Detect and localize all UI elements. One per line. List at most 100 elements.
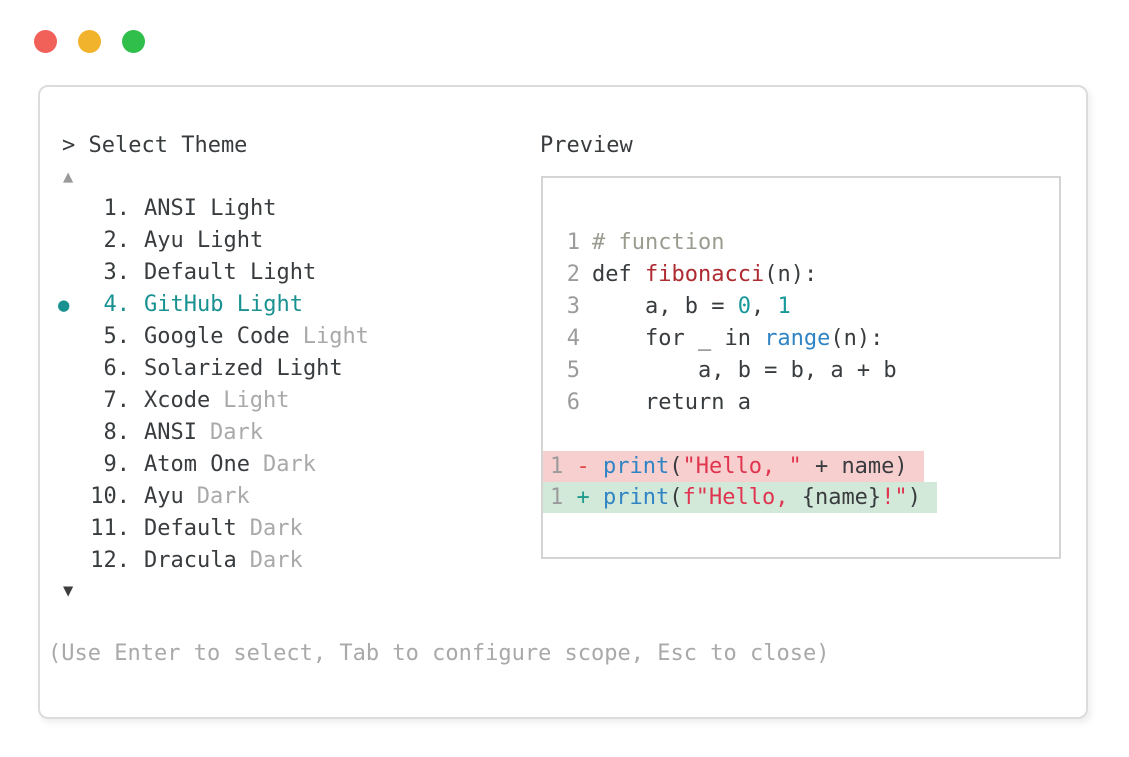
selected-bullet-icon xyxy=(40,193,86,225)
selected-bullet-icon xyxy=(40,257,86,289)
theme-list-item[interactable]: 3. Default Light xyxy=(40,257,369,289)
selected-bullet-icon xyxy=(40,417,86,449)
code-token: a, b = xyxy=(592,294,738,319)
selected-bullet-icon xyxy=(40,513,86,545)
code-line-text: a, b = 0, 1 xyxy=(592,291,791,323)
code-line-number: 5 xyxy=(566,358,580,383)
diff-sign-minus-icon: - xyxy=(576,454,603,479)
theme-item-name: Default xyxy=(144,516,237,541)
scroll-up-icon[interactable]: ▲ xyxy=(63,167,74,187)
theme-item-number: 5. xyxy=(103,324,131,349)
minimize-window-button[interactable] xyxy=(78,30,101,53)
diff-sign-plus-icon: + xyxy=(576,485,603,510)
diff-line-number: 1 xyxy=(550,485,577,510)
theme-item-name: ANSI Light xyxy=(144,196,277,221)
diff-line-added: 1 + print(f"Hello, {name}!") xyxy=(543,482,937,513)
theme-list-item[interactable]: 6. Solarized Light xyxy=(40,353,369,385)
theme-item-name: Atom One xyxy=(144,452,250,477)
code-line-text: a, b = b, a + b xyxy=(592,355,897,387)
theme-item-variant: Dark xyxy=(262,452,316,477)
theme-item-name: GitHub Light xyxy=(144,292,303,317)
theme-list-item[interactable]: 8. ANSI Dark xyxy=(40,417,369,449)
theme-item-name: Ayu Light xyxy=(144,228,264,253)
code-token: (n): xyxy=(830,326,884,351)
code-line: 3 a, b = 0, 1 xyxy=(543,291,1059,323)
theme-picker-panel: > Select Theme ▲ 1.ANSI Light 2. Ayu Light… xyxy=(38,85,1088,719)
code-token: def xyxy=(592,262,645,287)
code-token: ( xyxy=(669,485,683,510)
theme-list: 1.ANSI Light 2. Ayu Light 3. Default Light ● 4… xyxy=(40,193,369,577)
theme-list-item[interactable]: ● 4. GitHub Light xyxy=(40,289,369,321)
code-token: # function xyxy=(592,230,725,255)
code-token: for _ in xyxy=(592,326,765,351)
code-token: 1 xyxy=(777,294,791,319)
blank-line xyxy=(543,419,1059,451)
selected-bullet-icon xyxy=(40,321,86,353)
theme-item-variant: Dark xyxy=(196,484,250,509)
theme-item-variant: Light xyxy=(302,324,369,349)
code-line-number: 2 xyxy=(566,262,580,287)
code-token: , xyxy=(750,294,778,319)
theme-item-number: 11. xyxy=(90,516,130,541)
code-token: !" xyxy=(881,485,908,510)
code-token: (n): xyxy=(764,262,818,287)
preview-title: Preview xyxy=(540,133,633,158)
theme-item-variant: Light xyxy=(223,388,290,413)
selected-bullet-icon xyxy=(40,385,86,417)
code-token: 0 xyxy=(737,294,751,319)
selected-bullet-icon xyxy=(40,545,86,577)
theme-list-item[interactable]: 12. Dracula Dark xyxy=(40,545,369,577)
diff-line-text: print("Hello, " + name) xyxy=(603,451,908,482)
theme-item-name: Default Light xyxy=(144,260,317,285)
scroll-down-icon[interactable]: ▼ xyxy=(63,581,74,601)
code-token: + name) xyxy=(801,454,908,479)
theme-item-variant: Dark xyxy=(249,548,303,573)
theme-item-name: ANSI xyxy=(144,420,197,445)
code-line-number: 4 xyxy=(566,326,580,351)
theme-item-name: Ayu xyxy=(144,484,184,509)
theme-item-number: 10. xyxy=(90,484,130,509)
theme-item-number: 3. xyxy=(103,260,131,285)
theme-item-number: 6. xyxy=(103,356,131,381)
theme-item-name: Dracula xyxy=(144,548,237,573)
theme-list-item[interactable]: 10. Ayu Dark xyxy=(40,481,369,513)
theme-item-number: 8. xyxy=(103,420,131,445)
selected-bullet-icon: ● xyxy=(58,294,70,316)
theme-list-item[interactable]: 5. Google Code Light xyxy=(40,321,369,353)
theme-list-item[interactable]: 2. Ayu Light xyxy=(40,225,369,257)
code-line-text: for _ in range(n): xyxy=(592,323,883,355)
theme-item-name: Xcode xyxy=(144,388,211,413)
theme-list-item[interactable]: 7. Xcode Light xyxy=(40,385,369,417)
close-window-button[interactable] xyxy=(34,30,57,53)
theme-list-item[interactable]: 1.ANSI Light xyxy=(40,193,369,225)
zoom-window-button[interactable] xyxy=(122,30,145,53)
code-line-number: 3 xyxy=(566,294,580,319)
diff-line-text: print(f"Hello, {name}!") xyxy=(603,482,921,513)
theme-item-variant: Dark xyxy=(249,516,303,541)
code-line-text: def fibonacci(n): xyxy=(592,259,817,291)
code-token: fibonacci xyxy=(644,262,765,287)
code-token: ) xyxy=(907,485,921,510)
code-line: 4 for _ in range(n): xyxy=(543,323,1059,355)
theme-list-item[interactable]: 11. Default Dark xyxy=(40,513,369,545)
code-token: print xyxy=(603,454,670,479)
select-theme-prompt: > Select Theme xyxy=(62,133,248,158)
theme-item-number: 12. xyxy=(90,548,130,573)
theme-item-number: 4. xyxy=(103,292,131,317)
theme-item-name: Solarized Light xyxy=(144,356,343,381)
selected-bullet-icon xyxy=(40,353,86,385)
code-token: range xyxy=(764,326,831,351)
code-line-number: 1 xyxy=(566,230,580,255)
diff-line-removed: 1 - print("Hello, " + name) xyxy=(543,451,924,482)
code-line: 6 return a xyxy=(543,387,1059,419)
theme-item-number: 7. xyxy=(103,388,131,413)
window-controls xyxy=(34,30,145,53)
selected-bullet-icon xyxy=(40,449,86,481)
theme-item-variant: Dark xyxy=(209,420,263,445)
theme-item-name: Google Code xyxy=(144,324,290,349)
theme-item-number: 2. xyxy=(103,228,131,253)
code-token: a, b = b, a + b xyxy=(592,358,897,383)
